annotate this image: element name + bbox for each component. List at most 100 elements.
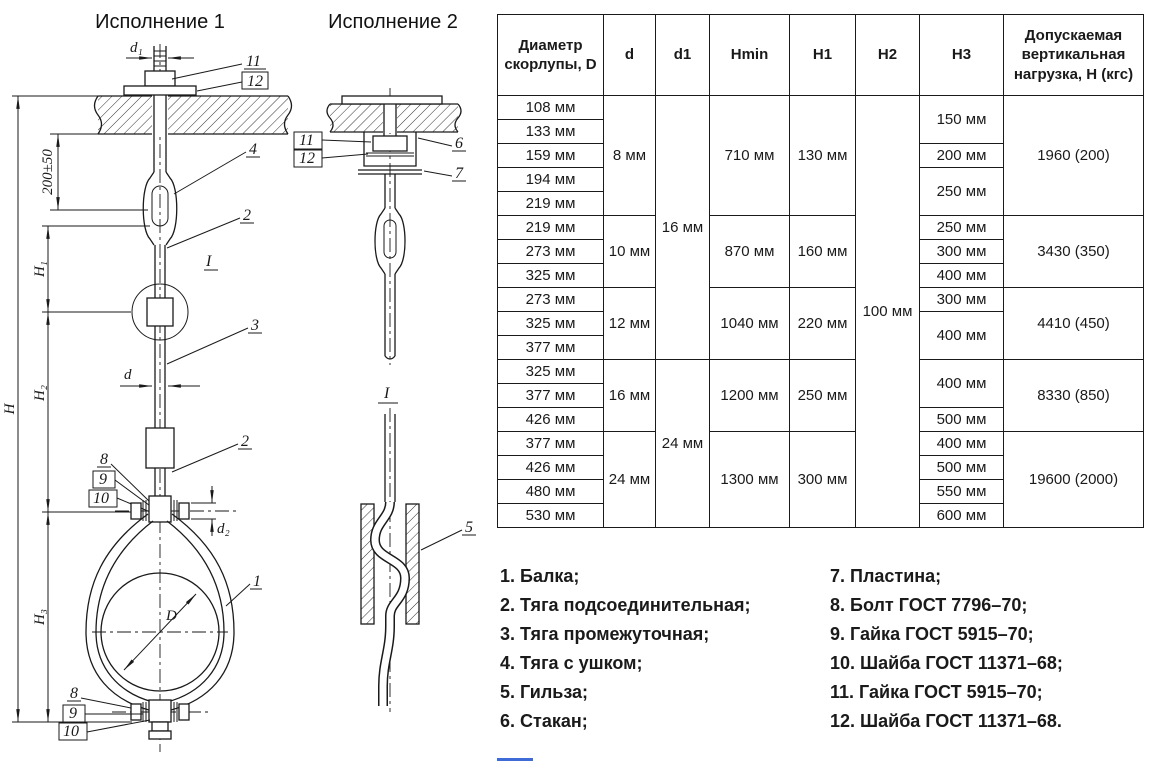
eye-rod-v2 bbox=[374, 174, 406, 360]
coupler-block bbox=[145, 427, 175, 469]
table-header-cell: H3 bbox=[919, 14, 1004, 96]
table-cell: 1300 мм bbox=[709, 431, 790, 528]
dim-200-label: 200±50 bbox=[40, 149, 56, 195]
table-cell: 24 мм bbox=[655, 359, 710, 528]
dimension-H2: H₂ bbox=[32, 312, 136, 513]
callout-1-label: 1 bbox=[253, 573, 261, 590]
beam-section bbox=[93, 95, 293, 135]
table-cell: 1200 мм bbox=[709, 359, 790, 432]
table-cell: 400 мм bbox=[919, 359, 1004, 408]
table-cell: 377 мм bbox=[497, 383, 604, 408]
callout-8b-label: 8 bbox=[70, 685, 78, 702]
table-cell: 8 мм bbox=[603, 95, 656, 216]
table-cell: 250 мм bbox=[789, 359, 856, 432]
callout-9a-label: 9 bbox=[99, 471, 107, 488]
dimension-d: d bbox=[120, 367, 200, 388]
legend-item: 5. Гильза; bbox=[500, 682, 589, 702]
dimension-200: 200±50 bbox=[40, 133, 148, 211]
legend-item: 3. Тяга промежуточная; bbox=[500, 624, 710, 644]
bottom-bolt-assembly bbox=[112, 699, 212, 740]
table-cell: 500 мм bbox=[919, 455, 1004, 480]
legend-item: 10. Шайба ГОСТ 11371–68; bbox=[830, 653, 1063, 673]
table-header-cell: d1 bbox=[655, 14, 710, 96]
table-cell: 1960 (200) bbox=[1003, 95, 1144, 216]
callout-5-label: 5 bbox=[465, 519, 473, 536]
table-header-cell: Hmin bbox=[709, 14, 790, 96]
table-cell: 3430 (350) bbox=[1003, 215, 1144, 288]
cup-part bbox=[363, 132, 417, 167]
detail-I-label-v2: I bbox=[383, 385, 390, 402]
dim-d1-label: d₁ bbox=[130, 40, 143, 56]
nut-v2 bbox=[372, 135, 408, 152]
callout-4: 4 bbox=[173, 141, 260, 195]
table-cell: 16 мм bbox=[603, 359, 656, 432]
callout-8a-label: 8 bbox=[100, 451, 108, 468]
dimension-d1: d₁ bbox=[126, 40, 194, 60]
callout-1: 1 bbox=[225, 573, 262, 607]
table-cell: 480 мм bbox=[497, 479, 604, 504]
dim-H-label: H bbox=[2, 402, 18, 415]
table-cell: 24 мм bbox=[603, 431, 656, 528]
dim-d-label: d bbox=[124, 367, 132, 383]
top-nut bbox=[144, 70, 176, 87]
table-cell: 530 мм bbox=[497, 503, 604, 528]
dim-H1-label: H₁ bbox=[32, 261, 48, 278]
table-cell: 400 мм bbox=[919, 263, 1004, 288]
table-cell: 500 мм bbox=[919, 407, 1004, 432]
legend-column-left: 1. Балка;2. Тяга подсоединительная;3. Тя… bbox=[500, 562, 830, 736]
callout-9b-label: 9 bbox=[69, 705, 77, 722]
top-fastening-v2 bbox=[358, 104, 422, 175]
sleeve-wall-right bbox=[405, 503, 420, 625]
dim-H3-label: H₃ bbox=[32, 609, 48, 626]
table-header-cell: H1 bbox=[789, 14, 856, 96]
legend-item: 7. Пластина; bbox=[830, 566, 942, 586]
legend-item: 8. Болт ГОСТ 7796–70; bbox=[830, 595, 1028, 615]
table-cell: 325 мм bbox=[497, 359, 604, 384]
callout-8-bottom: 8 bbox=[67, 685, 132, 709]
table-cell: 550 мм bbox=[919, 479, 1004, 504]
table-cell: 12 мм bbox=[603, 287, 656, 360]
dim-d2-label: d₂ bbox=[217, 521, 230, 537]
table-cell: 130 мм bbox=[789, 95, 856, 216]
table-cell: 325 мм bbox=[497, 311, 604, 336]
table-row: 133 мм bbox=[497, 119, 1144, 144]
callout-3-label: 3 bbox=[250, 317, 259, 334]
table-cell: 426 мм bbox=[497, 455, 604, 480]
eye-rod bbox=[142, 171, 178, 246]
callout-9-bottom: 9 bbox=[62, 704, 143, 723]
table-cell: 400 мм bbox=[919, 431, 1004, 456]
table-cell: 100 мм bbox=[855, 95, 920, 528]
version2-title: Исполнение 2 bbox=[328, 11, 458, 33]
table-cell: 19600 (2000) bbox=[1003, 431, 1144, 528]
table-cell: 200 мм bbox=[919, 143, 1004, 168]
table-cell: 600 мм bbox=[919, 503, 1004, 528]
upper-bolt-assembly bbox=[115, 495, 238, 523]
dim-D-label: D bbox=[165, 608, 177, 624]
dimension-H: H bbox=[2, 95, 132, 723]
dimension-H1: H₁ bbox=[32, 225, 150, 313]
table-cell: 4410 (450) bbox=[1003, 287, 1144, 360]
dim-H2-label: H₂ bbox=[32, 385, 48, 402]
table-cell: 250 мм bbox=[919, 167, 1004, 216]
dimension-d2: d₂ bbox=[191, 486, 230, 537]
table-cell: 8330 (850) bbox=[1003, 359, 1144, 432]
table-cell: 870 мм bbox=[709, 215, 790, 288]
table-cell: 219 мм bbox=[497, 191, 604, 216]
callout-11-v2-label: 11 bbox=[299, 132, 314, 149]
legend-item: 12. Шайба ГОСТ 11371–68. bbox=[830, 711, 1062, 731]
table-cell: 16 мм bbox=[655, 95, 710, 360]
dimension-H3: H₃ bbox=[32, 512, 50, 722]
callout-2a-label: 2 bbox=[243, 207, 251, 224]
callout-2b-label: 2 bbox=[241, 433, 249, 450]
callout-3: 3 bbox=[166, 317, 262, 365]
table-cell: 273 мм bbox=[497, 287, 604, 312]
table-cell: 300 мм bbox=[789, 431, 856, 528]
link-underline-artifact bbox=[497, 758, 533, 761]
